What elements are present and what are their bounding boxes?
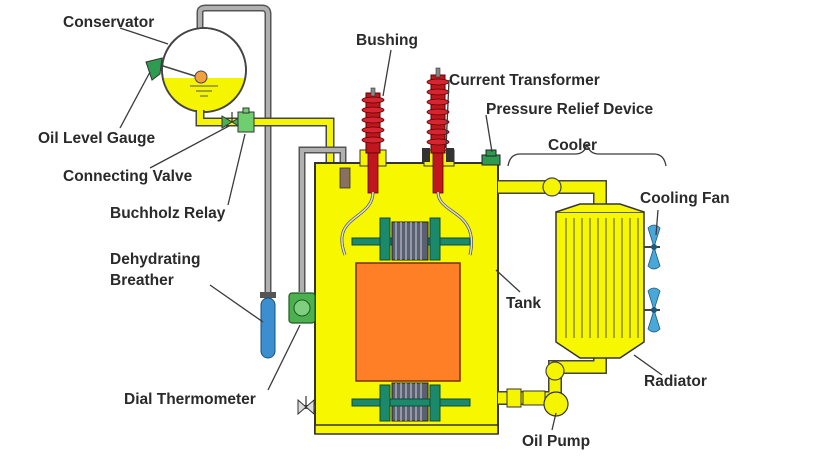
bushing-left [339,87,387,194]
label-tank: Tank [506,295,541,312]
dehydrating-breather [260,292,276,359]
leader-lines [119,27,667,431]
label-bushing: Bushing [356,32,418,49]
oil-level-gauge [145,57,163,81]
buchholz-relay [237,107,255,133]
label-dial-thermometer: Dial Thermometer [124,391,256,408]
cooling-fan-top [644,224,661,270]
label-buchholz-relay: Buchholz Relay [110,205,226,222]
pressure-relief-device [481,149,501,166]
radiator [555,203,645,359]
oil-pump [506,388,569,417]
current-transformer [422,148,454,162]
label-current-transformer: Current Transformer [449,72,600,89]
label-radiator: Radiator [644,373,707,390]
label-pressure-relief-device: Pressure Relief Device [486,101,654,118]
label-conservator: Conservator [63,14,154,31]
conservator [159,27,247,113]
label-dehydrating-breather-1: Dehydrating [110,251,200,268]
label-cooler: Cooler [548,137,597,154]
label-cooling-fan: Cooling Fan [640,190,730,207]
dial-thermometer [288,292,316,324]
label-oil-level-gauge: Oil Level Gauge [38,130,156,147]
label-connecting-valve: Connecting Valve [63,168,193,185]
breather-pipe [196,4,272,300]
label-oil-pump: Oil Pump [522,433,590,450]
core-windings [340,191,474,422]
label-dehydrating-breather-2: Breather [110,272,174,289]
cooling-fan-bottom [644,287,661,333]
